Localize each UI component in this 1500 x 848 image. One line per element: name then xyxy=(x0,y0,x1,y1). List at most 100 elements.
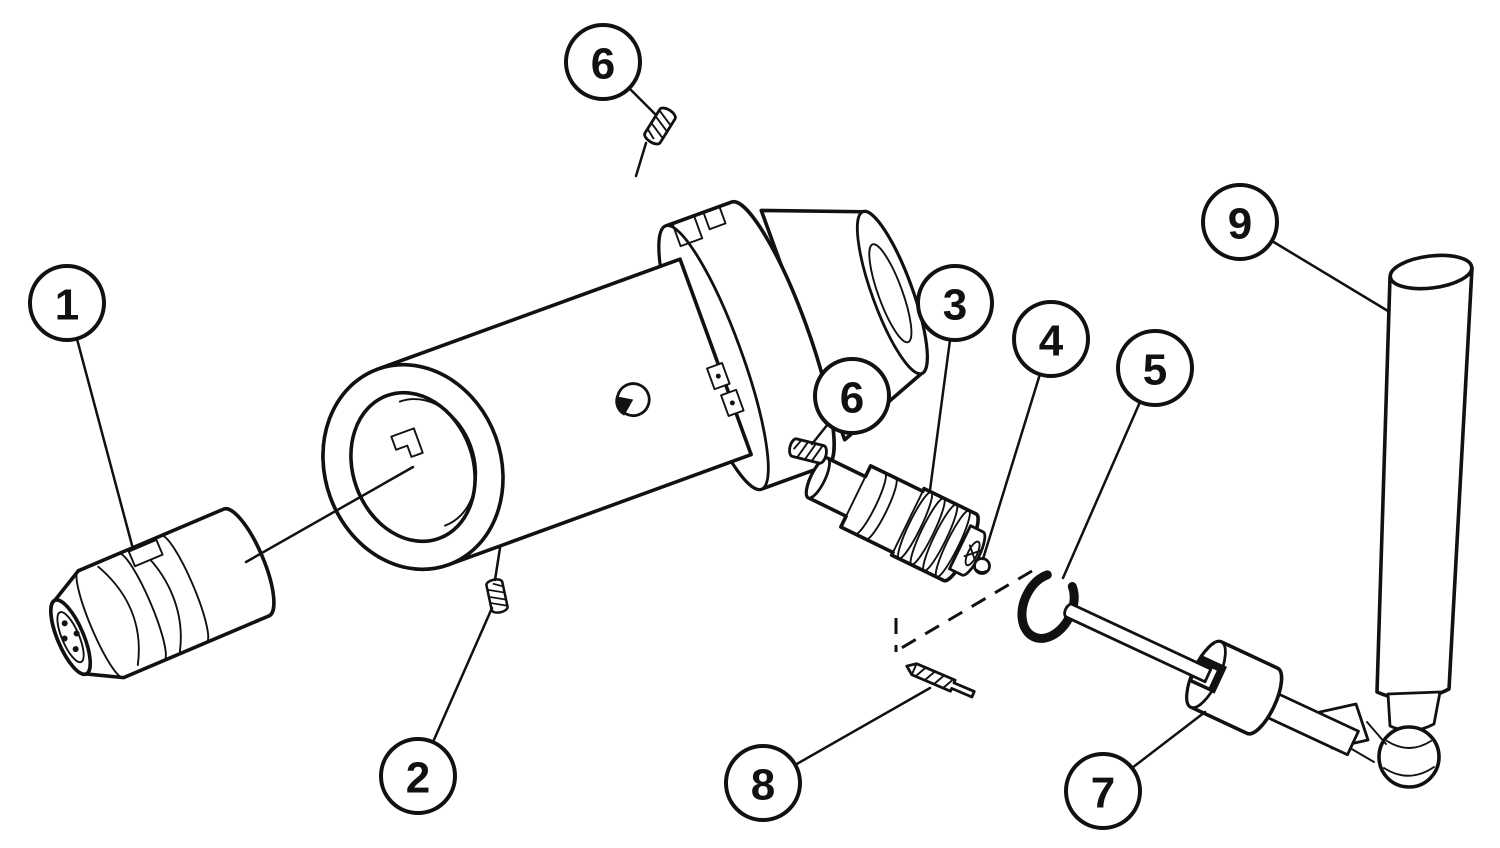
callout-9: 9 xyxy=(1201,183,1279,261)
clamp-groove-arc-2 xyxy=(865,477,898,541)
leader-callout-4 xyxy=(981,372,1042,561)
flange-slot-right xyxy=(702,205,727,231)
handle-body xyxy=(1375,266,1474,702)
leader-callout-6-front xyxy=(810,422,830,446)
square-drive-key xyxy=(1063,602,1360,757)
leader-callout-6-top-stub xyxy=(634,141,648,178)
callout-circle xyxy=(1201,183,1279,261)
leader-callout-2 xyxy=(431,606,494,744)
clamp-rib-1 xyxy=(897,491,934,560)
coupling-lobe-curve-1 xyxy=(97,565,140,667)
leader-callout-2-stub xyxy=(493,546,502,582)
leader-callout-1 xyxy=(75,337,135,551)
callout-circle xyxy=(28,264,106,342)
leader-callout-7 xyxy=(1130,710,1207,770)
coupling-collar-arc-1 xyxy=(117,552,167,662)
callout-5: 5 xyxy=(1116,329,1194,407)
dashed-axis-line xyxy=(897,569,1033,652)
index-pin-2 xyxy=(729,400,735,406)
cone-end-face xyxy=(855,210,929,376)
clamp-groove-arc-1 xyxy=(854,471,887,535)
handle-lever xyxy=(1318,253,1474,789)
callout-6-front: 6 xyxy=(813,357,891,435)
callout-label: 6 xyxy=(591,40,615,89)
handle-top-face xyxy=(1388,253,1474,291)
leader-callout-6-top xyxy=(627,86,657,116)
callout-circle xyxy=(1064,752,1142,830)
clamp-nose-cross xyxy=(963,544,982,563)
cone-end-bore xyxy=(868,243,913,344)
handle-block-link-lines xyxy=(1349,721,1387,763)
clamp-front-face xyxy=(805,456,831,500)
callout-circle xyxy=(379,737,457,815)
callout-2: 2 xyxy=(379,737,457,815)
clamping-unit xyxy=(804,456,987,583)
axis-line-item-1 xyxy=(244,465,415,564)
set-screw-threads xyxy=(486,583,509,607)
callout-label: 4 xyxy=(1039,317,1064,366)
coupling-hole-2 xyxy=(72,646,79,653)
callout-label: 9 xyxy=(1228,200,1252,249)
callouts: 1 6 9 3 4 5 6 2 xyxy=(28,23,1279,830)
callout-4: 4 xyxy=(1012,300,1090,378)
callout-circle xyxy=(724,744,802,822)
callout-circle xyxy=(916,264,994,342)
callout-label: 2 xyxy=(406,754,430,803)
callout-label: 7 xyxy=(1091,769,1115,818)
clamp-rib-2 xyxy=(909,497,946,566)
dashed-axis-lines xyxy=(894,569,1033,652)
clamp-step-line-1 xyxy=(839,464,872,528)
flange-slot-left xyxy=(671,214,704,248)
clamp-rib-3 xyxy=(922,503,959,572)
clamp-step-line-2 xyxy=(890,487,926,557)
leader-callout-3 xyxy=(928,338,952,492)
coupling-front-face xyxy=(49,598,93,677)
key-square-hole-shade xyxy=(1198,656,1225,692)
leader-callout-8 xyxy=(793,686,932,767)
bore-keyway xyxy=(390,427,424,458)
coupling-hole-4 xyxy=(73,630,80,637)
set-screw-body xyxy=(788,437,828,465)
callout-circle xyxy=(813,357,891,435)
callout-label: 5 xyxy=(1143,346,1167,395)
callout-label: 3 xyxy=(943,281,967,330)
leader-callout-9 xyxy=(1270,239,1390,313)
bore-depth-line xyxy=(398,398,478,527)
callout-3: 3 xyxy=(916,264,994,342)
set-screw-front xyxy=(788,437,828,465)
pin-threads xyxy=(914,666,955,689)
drive-hole-wedge xyxy=(615,396,634,416)
leader-lines xyxy=(75,86,1390,770)
set-screw-threads xyxy=(793,439,824,463)
coupling-collar-arc-2 xyxy=(160,534,210,644)
callout-circle xyxy=(1116,329,1194,407)
coupling-hole-3 xyxy=(61,635,68,642)
pin-tip-line xyxy=(910,662,918,676)
handle-ball-arc-2 xyxy=(1386,740,1432,749)
callout-1: 1 xyxy=(28,264,106,342)
callout-label: 8 xyxy=(751,761,775,810)
coupling-top-window xyxy=(127,538,164,568)
coupling-unit xyxy=(49,506,276,680)
set-screw-bottom xyxy=(485,578,509,614)
coupling-step-arc xyxy=(75,569,125,679)
handle-ball-end xyxy=(1377,725,1441,789)
index-pin-1 xyxy=(715,373,721,379)
callout-circle xyxy=(1012,300,1090,378)
clamp-nose-face xyxy=(964,540,981,567)
lock-ball xyxy=(973,557,991,575)
set-screw-threads xyxy=(646,109,672,140)
coupling-hole-1 xyxy=(61,620,68,627)
ball-outline xyxy=(973,557,991,575)
callout-label: 1 xyxy=(55,281,79,330)
clamp-rib-4 xyxy=(934,509,971,579)
callout-6-top: 6 xyxy=(564,23,642,101)
callout-circle xyxy=(564,23,642,101)
key-shaft xyxy=(1063,602,1213,684)
callout-label: 6 xyxy=(840,374,864,423)
leader-callout-5 xyxy=(1061,400,1142,580)
pin-body xyxy=(905,662,976,699)
handle-neck xyxy=(1386,690,1442,732)
